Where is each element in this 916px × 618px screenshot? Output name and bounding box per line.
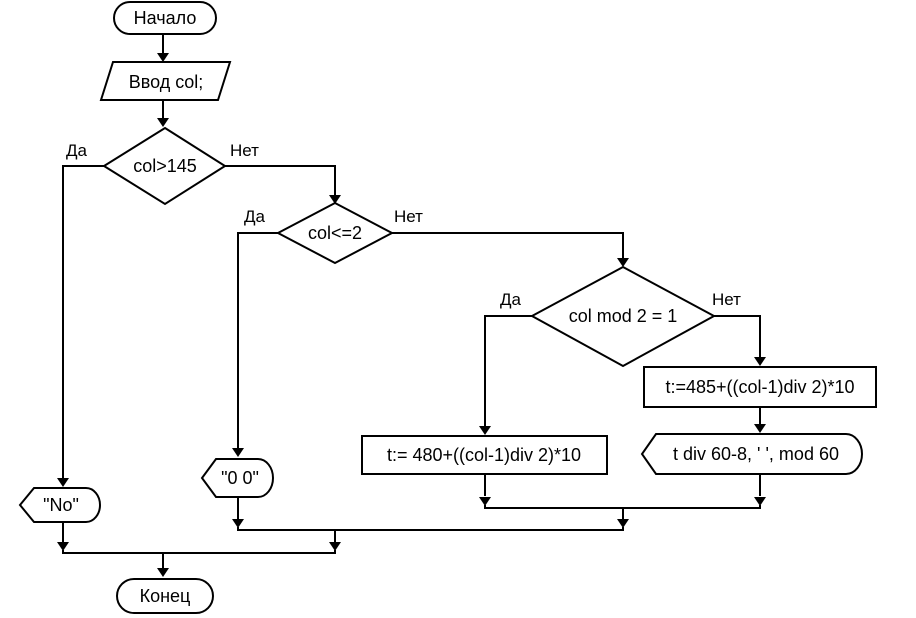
output-time: t div 60-8, ' ', mod 60 xyxy=(640,433,863,475)
end-label: Конец xyxy=(140,586,191,606)
process-assign-odd-label: t:= 480+((col-1)div 2)*10 xyxy=(387,445,581,465)
process-assign-odd: t:= 480+((col-1)div 2)*10 xyxy=(361,435,608,475)
branch-label-c1-no: Нет xyxy=(230,141,259,160)
output-no-label: "No" xyxy=(43,495,79,515)
arrowhead xyxy=(157,53,169,62)
arrowhead xyxy=(232,448,244,457)
decision-1-diamond xyxy=(102,126,227,206)
edge-cond2-yes xyxy=(237,232,278,455)
start-label: Начало xyxy=(134,8,197,28)
edge-cond3-no xyxy=(714,315,761,364)
output-zero-shape xyxy=(200,458,274,498)
arrowhead xyxy=(157,118,169,127)
decision-1-label: col>145 xyxy=(133,156,197,176)
output-zero: "0 0" xyxy=(200,458,274,498)
end-terminator xyxy=(116,578,214,614)
branch-label-c3-yes: Да xyxy=(500,290,522,309)
output-zero-label: "0 0" xyxy=(221,468,259,488)
process-assign-even: t:=485+((col-1)div 2)*10 xyxy=(643,366,877,408)
arrowhead xyxy=(329,542,341,551)
end-node: Конец xyxy=(116,578,214,614)
process-assign-odd-box xyxy=(361,435,608,475)
merge-zero-time xyxy=(237,527,624,531)
output-no: "No" xyxy=(18,487,101,523)
decision-3-label: col mod 2 = 1 xyxy=(569,306,678,326)
process-assign-even-label: t:=485+((col-1)div 2)*10 xyxy=(665,377,854,397)
merge-final xyxy=(62,550,336,554)
input-node: Ввод col; xyxy=(99,61,232,101)
merge-odd-even xyxy=(484,505,761,509)
output-time-label: t div 60-8, ' ', mod 60 xyxy=(673,444,839,464)
edge-cond2-no xyxy=(392,232,624,265)
arrowhead xyxy=(157,568,169,577)
branch-label-c2-yes: Да xyxy=(244,207,266,226)
process-assign-even-box xyxy=(643,366,877,408)
arrowhead xyxy=(329,195,341,204)
start-node: Начало xyxy=(113,1,217,35)
branch-labels: Да Нет Да Нет Да Нет xyxy=(66,141,741,309)
edge-cond1-yes xyxy=(62,165,104,485)
arrowhead xyxy=(754,497,766,506)
arrowhead xyxy=(57,542,69,551)
input-label: Ввод col; xyxy=(129,72,204,92)
branch-label-c3-no: Нет xyxy=(712,290,741,309)
connectors xyxy=(62,34,761,574)
edge-cond1-no xyxy=(225,165,336,202)
decision-3-diamond xyxy=(529,265,717,368)
arrowhead xyxy=(617,519,629,528)
arrowhead xyxy=(754,357,766,366)
arrowhead xyxy=(754,424,766,433)
edge-cond3-yes xyxy=(484,315,532,433)
decision-2-diamond xyxy=(275,201,395,265)
decision-2-label: col<=2 xyxy=(308,223,362,243)
output-time-shape xyxy=(640,433,863,475)
arrowheads xyxy=(57,53,766,577)
output-no-shape xyxy=(18,487,101,523)
arrowhead xyxy=(479,497,491,506)
branch-label-c2-no: Нет xyxy=(394,207,423,226)
arrowhead xyxy=(57,478,69,487)
arrowhead xyxy=(479,426,491,435)
arrowhead xyxy=(232,519,244,528)
start-terminator xyxy=(113,1,217,35)
branch-label-c1-yes: Да xyxy=(66,141,88,160)
decision-3: col mod 2 = 1 xyxy=(529,265,717,368)
decision-2: col<=2 xyxy=(275,201,395,265)
input-parallelogram xyxy=(99,61,232,101)
decision-1: col>145 xyxy=(102,126,227,206)
arrowhead xyxy=(617,258,629,267)
